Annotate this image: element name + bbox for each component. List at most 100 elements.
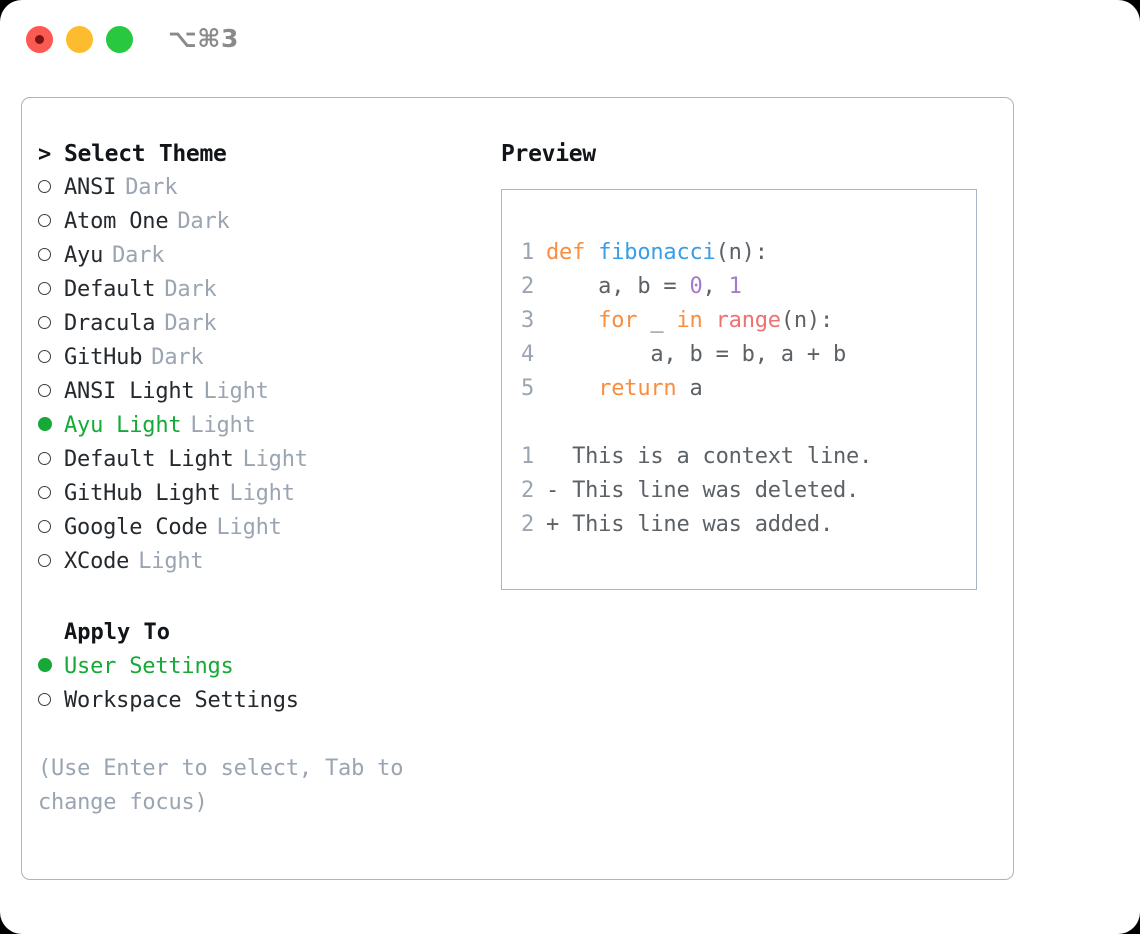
theme-option-label: Default Light — [64, 447, 234, 472]
theme-variant-tag: Dark — [164, 277, 217, 302]
token-builtin: range — [715, 308, 781, 333]
radio-unselected-icon — [38, 273, 64, 307]
theme-option-ayu-light[interactable]: Ayu Light Light — [38, 409, 498, 443]
radio-shape — [38, 486, 51, 499]
theme-variant-tag: Dark — [177, 209, 230, 234]
theme-variant-tag: Light — [229, 481, 295, 506]
token-plain: a, b = b, a + b — [546, 342, 847, 367]
line-number: 3 — [520, 308, 534, 333]
theme-option-label: GitHub — [64, 345, 143, 370]
radio-shape — [38, 214, 51, 227]
token-keyword: def — [546, 240, 586, 265]
theme-variant-tag: Light — [138, 549, 204, 574]
token-punct: (n): — [780, 308, 834, 333]
theme-option-label: XCode — [64, 549, 130, 574]
apply-to-option-user-settings[interactable]: User Settings — [38, 650, 498, 684]
apply-to-option-label: Workspace Settings — [64, 688, 299, 713]
theme-option-label: Google Code — [64, 515, 208, 540]
zoom-button[interactable] — [106, 26, 133, 53]
code-line: 4 a, b = b, a + b — [502, 338, 976, 372]
radio-shape — [38, 350, 51, 363]
theme-option-github[interactable]: GitHub Dark — [38, 341, 498, 375]
theme-option-label: Atom One — [64, 209, 169, 234]
radio-unselected-icon — [38, 341, 64, 375]
token-function: fibonacci — [598, 240, 716, 265]
theme-option-label: Ayu Light — [64, 413, 182, 438]
code-text: for _ in range(n): — [546, 304, 833, 338]
code-line: 3 for _ in range(n): — [502, 304, 976, 338]
radio-unselected-icon — [38, 511, 64, 545]
radio-unselected-icon — [38, 171, 64, 205]
theme-option-dracula[interactable]: Dracula Dark — [38, 307, 498, 341]
diff-line-added: 2+ This line was added. — [502, 508, 976, 542]
theme-option-xcode[interactable]: XCode Light — [38, 545, 498, 579]
minimize-button[interactable] — [66, 26, 93, 53]
radio-unselected-icon — [38, 205, 64, 239]
token-plain — [546, 376, 598, 401]
theme-option-ansi-light[interactable]: ANSI Light Light — [38, 375, 498, 409]
radio-shape — [38, 693, 51, 706]
radio-unselected-icon — [38, 443, 64, 477]
code-text: a, b = 0, 1 — [546, 270, 742, 304]
radio-unselected-icon — [38, 545, 64, 579]
close-button[interactable] — [26, 26, 53, 53]
line-number: 5 — [520, 376, 534, 401]
theme-option-label: ANSI Light — [64, 379, 195, 404]
cursor-arrow-icon: > — [38, 142, 52, 167]
token-plain — [703, 308, 716, 333]
diff-text: - This line was deleted. — [546, 478, 860, 503]
theme-variant-tag: Light — [216, 515, 282, 540]
diff-line-deleted: 2- This line was deleted. — [502, 474, 976, 508]
line-number: 1 — [520, 444, 534, 469]
radio-shape — [38, 520, 51, 533]
token-number: 0 — [689, 274, 703, 299]
code-line: 2 a, b = 0, 1 — [502, 270, 976, 304]
radio-shape — [38, 316, 51, 329]
line-number: 1 — [520, 240, 534, 265]
theme-variant-tag: Light — [190, 413, 256, 438]
theme-option-google-code[interactable]: Google Code Light — [38, 511, 498, 545]
page-title: Select Theme — [64, 141, 227, 167]
line-number: 2 — [520, 274, 534, 299]
token-plain: a, b = — [546, 274, 690, 299]
theme-variant-tag: Dark — [151, 345, 204, 370]
radio-unselected-icon — [38, 477, 64, 511]
apply-to-option-label: User Settings — [64, 654, 234, 679]
token-keyword: in — [676, 308, 703, 333]
radio-shape — [38, 452, 51, 465]
keyboard-hint-text: (Use Enter to select, Tab to change focu… — [38, 756, 404, 815]
token-plain — [585, 240, 598, 265]
token-plain: a — [676, 376, 703, 401]
radio-unselected-icon — [38, 375, 64, 409]
diff-text: This is a context line. — [546, 444, 873, 469]
radio-shape — [38, 248, 51, 261]
select-theme-header: > Select Theme — [38, 137, 498, 171]
code-text: a, b = b, a + b — [546, 338, 846, 372]
token-punct: , — [702, 274, 729, 299]
preview-spacer — [502, 406, 976, 440]
apply-to-option-workspace-settings[interactable]: Workspace Settings — [38, 684, 498, 718]
theme-option-atom-one[interactable]: Atom One Dark — [38, 205, 498, 239]
theme-option-label: ANSI — [64, 175, 117, 200]
radio-unselected-icon — [38, 684, 64, 718]
radio-unselected-icon — [38, 307, 64, 341]
token-keyword: for — [598, 308, 638, 333]
radio-shape — [38, 180, 51, 193]
token-punct: (n): — [715, 240, 768, 265]
theme-variant-tag: Dark — [164, 311, 217, 336]
radio-selected-icon — [38, 409, 64, 443]
theme-variant-tag: Light — [203, 379, 269, 404]
theme-option-label: Dracula — [64, 311, 156, 336]
radio-selected-icon — [38, 650, 64, 684]
